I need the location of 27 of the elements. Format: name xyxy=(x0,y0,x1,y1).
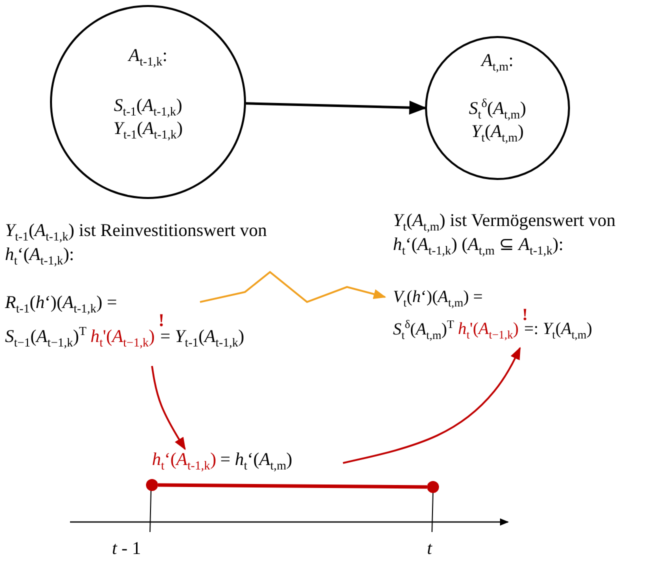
formula-text: Y$_{t}$(A$_{t,m}$) xyxy=(471,121,524,145)
formula-text: S$_{t}$$^{δ}$(A$_{t,m}$) xyxy=(468,96,526,122)
time-point-marker xyxy=(146,479,158,491)
axis-tick-label: t - 1 xyxy=(112,538,142,559)
formula-text: Y$_{t-1}$(A$_{t-1,k}$) xyxy=(113,118,183,142)
axis-tick-label: t xyxy=(427,538,432,559)
formula-text: S$_{t}$$^{δ}$(A$_{t,m}$)$^{T}$ xyxy=(393,318,454,342)
set-label: A$_{t,m}$: xyxy=(482,50,514,74)
formula-text: = h$_{t}$‘(A$_{t,m}$) xyxy=(220,449,292,473)
formula-text: V$_{t}$(h‘)(A$_{t,m}$) = xyxy=(393,287,483,310)
explanation-text: Y$_{t-1}$(A$_{t-1,k}$) ist Reinvestitionswert von h$_{t}$‘(A$_{t-1,k}$): xyxy=(5,220,268,268)
formula-text: S$_{t−1}$(A$_{t−1,k}$)$^{T}$ xyxy=(5,324,86,350)
state-circle xyxy=(50,5,246,199)
explanation-text: Y$_{t}$(A$_{t,m}$) ist Vermögenswert von h$_{t}$‘(A$_{t-1,k}$) (A$_{t,m}$ ⊆ A$_{t-1,k}$): xyxy=(393,210,617,258)
formula-text: h$_{t}$'(A$_{t−1,k}$) xyxy=(458,319,519,342)
time-point-marker xyxy=(427,481,439,493)
arrow xyxy=(342,346,521,464)
arrow xyxy=(200,270,386,304)
formula-text: h$_{t}$'(A$_{t−1,k}$) xyxy=(90,326,155,350)
arrow xyxy=(151,366,186,450)
time-interval-line xyxy=(158,483,428,489)
formula-text: S$_{t-1}$(A$_{t-1,k}$) xyxy=(114,94,182,118)
arrow xyxy=(246,100,427,115)
formula-text: h$_{t}$‘(A$_{t-1,k}$) xyxy=(152,449,216,473)
set-label: A$_{t-1,k}$: xyxy=(128,45,168,69)
formula-text: R$_{t-1}$(h‘)(A$_{t-1,k}$) = xyxy=(5,292,118,316)
state-circle xyxy=(425,36,570,180)
